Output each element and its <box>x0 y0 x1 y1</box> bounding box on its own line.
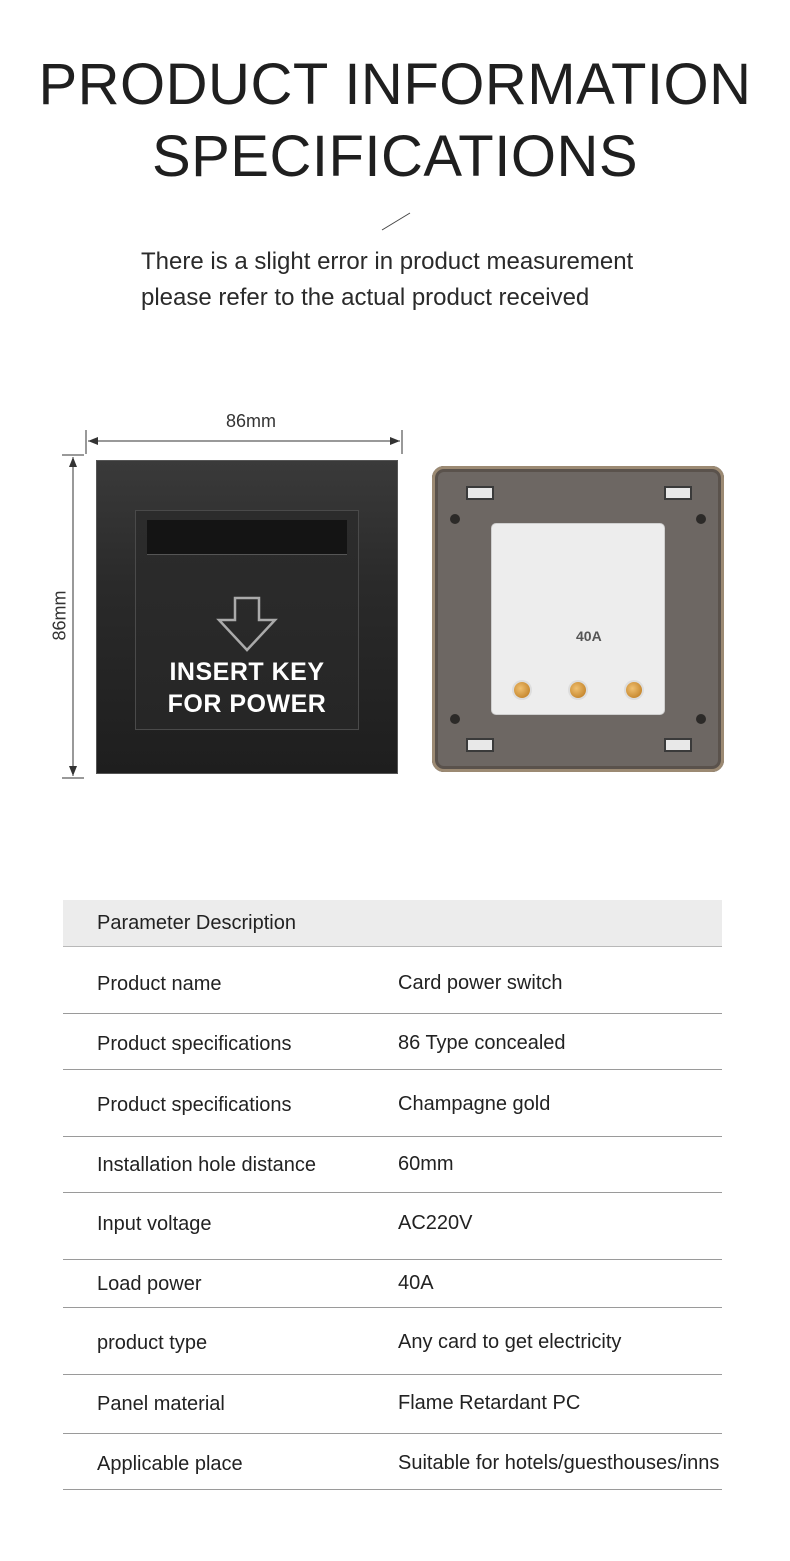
table-row: product type Any card to get electricity <box>63 1308 722 1375</box>
table-row: Installation hole distance 60mm <box>63 1137 722 1193</box>
arrow-down-icon <box>216 596 278 652</box>
card-slot-face: INSERT KEY FOR POWER <box>135 510 359 730</box>
param-key: product type <box>97 1332 208 1354</box>
param-key: Applicable place <box>97 1453 243 1475</box>
mounting-hole <box>696 714 706 724</box>
mounting-hole <box>696 514 706 524</box>
card-slot <box>147 520 347 554</box>
page-title-line2: SPECIFICATIONS <box>151 124 639 189</box>
param-key: Panel material <box>97 1393 225 1415</box>
switch-module: 40A <box>492 524 664 714</box>
table-row: Panel material Flame Retardant PC <box>63 1375 722 1434</box>
table-header: Parameter Description <box>63 900 722 947</box>
param-value: Suitable for hotels/guesthouses/inns <box>398 1452 720 1474</box>
mounting-clip <box>666 740 690 750</box>
switch-front-panel: INSERT KEY FOR POWER <box>96 460 398 774</box>
param-value: 60mm <box>398 1153 454 1175</box>
switch-back-panel: 40A <box>432 466 724 772</box>
param-value: Any card to get electricity <box>398 1331 622 1353</box>
mounting-clip <box>666 488 690 498</box>
param-key: Product specifications <box>97 1094 292 1116</box>
table-row: Input voltage AC220V <box>63 1193 722 1260</box>
param-key: Load power <box>97 1273 202 1295</box>
table-row: Product specifications 86 Type concealed <box>63 1014 722 1070</box>
terminal-screw <box>626 682 642 698</box>
table-header-label: Parameter Description <box>97 911 296 934</box>
table-row: Load power 40A <box>63 1260 722 1308</box>
for-power-text: FOR POWER <box>167 690 327 718</box>
param-key: Installation hole distance <box>97 1154 317 1176</box>
divider-slash <box>381 212 411 231</box>
param-value: 86 Type concealed <box>398 1032 566 1054</box>
table-row: Product name Card power switch <box>63 947 722 1014</box>
param-value: Card power switch <box>398 972 563 994</box>
param-key: Product specifications <box>97 1033 292 1055</box>
mounting-hole <box>450 514 460 524</box>
module-rating: 40A <box>576 628 602 644</box>
terminal-screw <box>514 682 530 698</box>
param-key: Input voltage <box>97 1213 212 1235</box>
insert-key-text: INSERT KEY <box>169 658 325 686</box>
page-title-line1: PRODUCT INFORMATION <box>38 52 752 117</box>
measurement-note-line1: There is a slight error in product measu… <box>141 248 634 275</box>
param-value: 40A <box>398 1272 434 1294</box>
param-key: Product name <box>97 973 222 995</box>
dimension-lines <box>62 430 403 779</box>
table-row: Applicable place Suitable for hotels/gue… <box>63 1434 722 1490</box>
measurement-note-line2: please refer to the actual product recei… <box>141 284 590 311</box>
param-value: Champagne gold <box>398 1093 551 1115</box>
width-dimension-label: 86mm <box>226 411 277 431</box>
mounting-hole <box>450 714 460 724</box>
mounting-clip <box>468 488 492 498</box>
mounting-clip <box>468 740 492 750</box>
table-row: Product specifications Champagne gold <box>63 1070 722 1137</box>
param-value: AC220V <box>398 1212 473 1234</box>
height-dimension-label: 86mm <box>49 590 70 641</box>
parameter-table: Parameter Description Product name Card … <box>63 900 722 1490</box>
param-value: Flame Retardant PC <box>398 1392 581 1414</box>
terminal-screw <box>570 682 586 698</box>
